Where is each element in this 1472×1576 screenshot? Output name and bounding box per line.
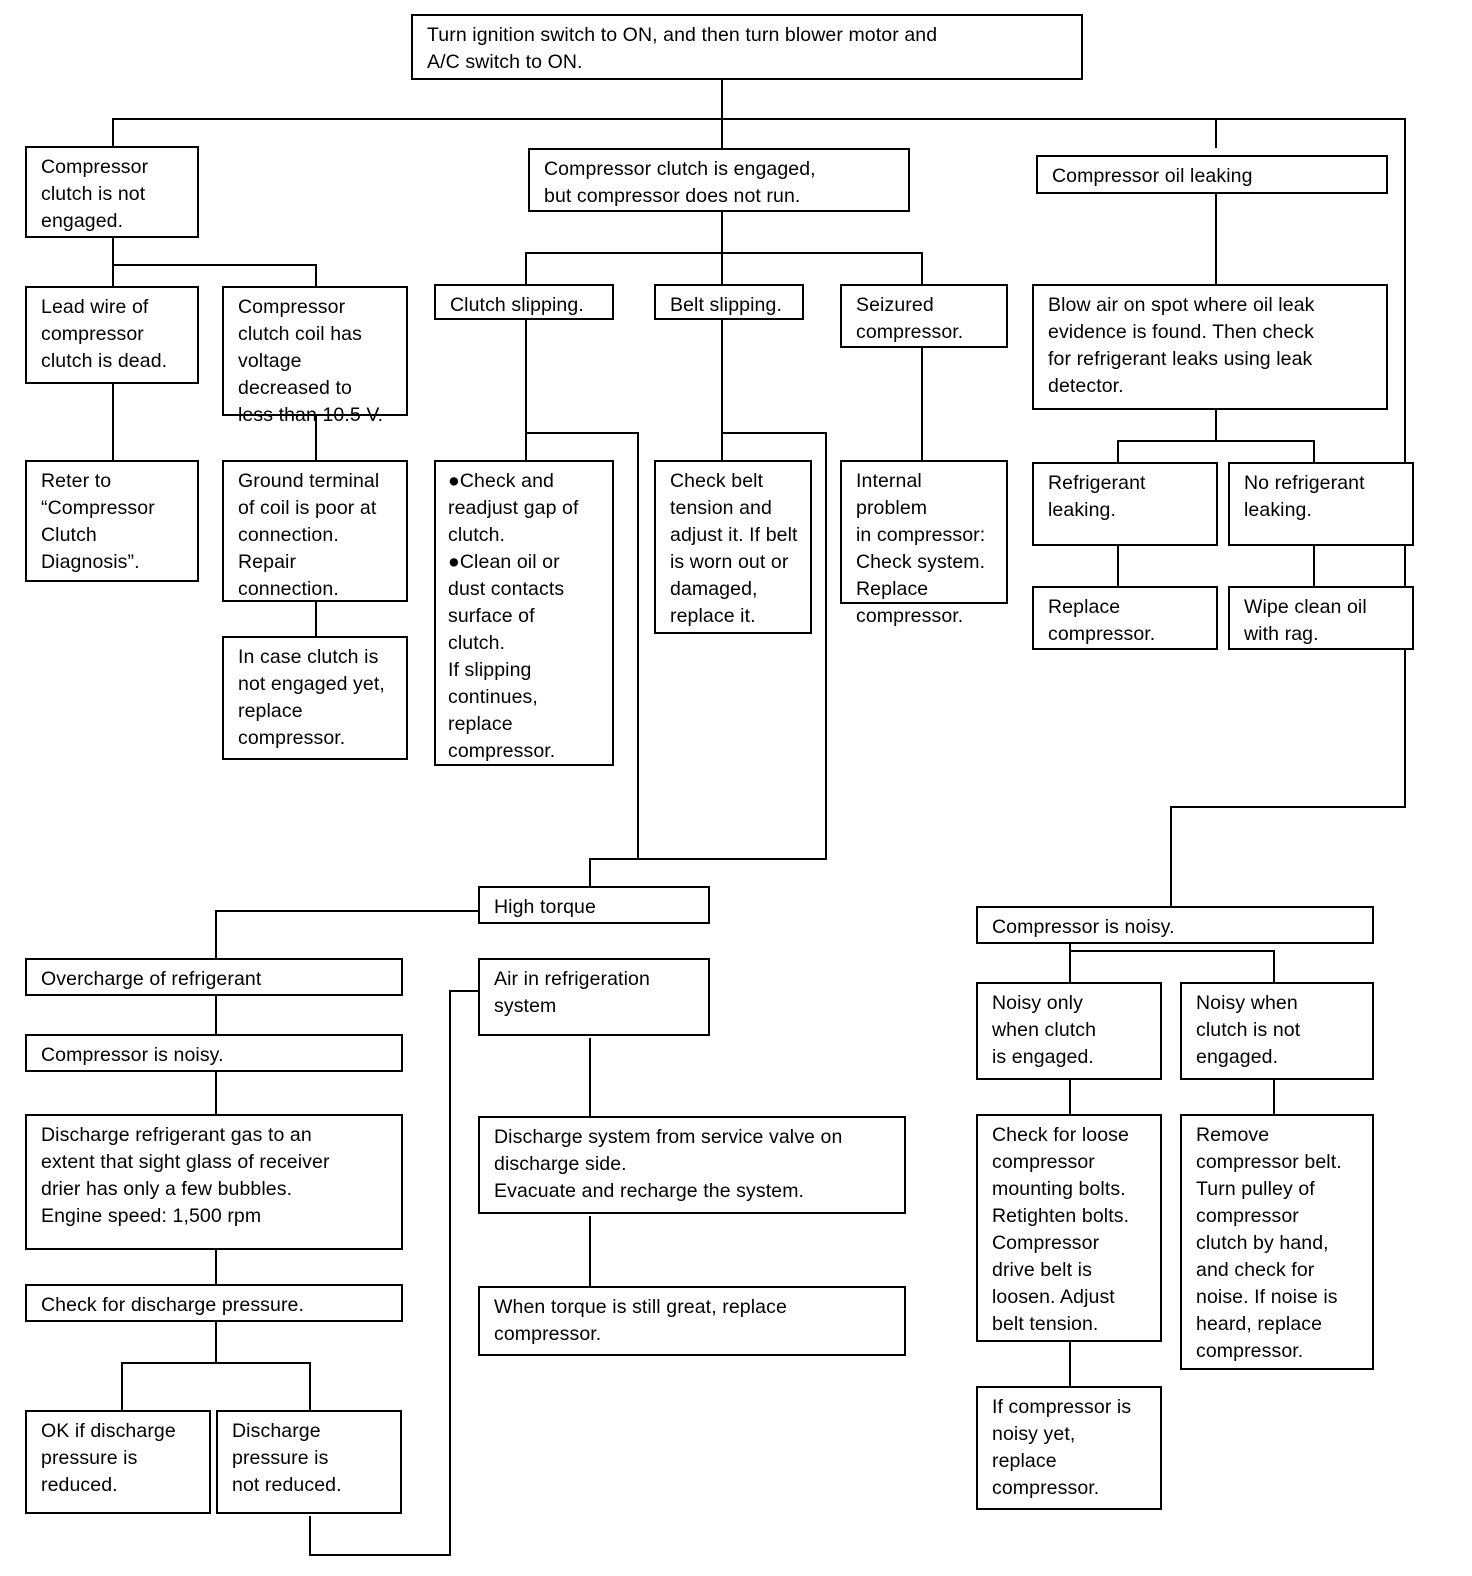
- connector-feedback-right: [309, 1554, 451, 1556]
- node-oil-leaking[interactable]: Compressor oil leaking: [1036, 155, 1388, 194]
- node-compressor-noisy-left[interactable]: Compressor is noisy.: [25, 1034, 403, 1072]
- connector-belt-slipping-down: [721, 318, 723, 462]
- node-noisy-clutch-not-engaged[interactable]: Noisy when clutch is not engaged.: [1180, 982, 1374, 1080]
- connector-to-ok-reduced: [121, 1362, 123, 1412]
- node-coil-voltage-low[interactable]: Compressor clutch coil has voltage decre…: [222, 286, 408, 426]
- connector-noisy-engaged-down: [1069, 1078, 1071, 1114]
- connector-clutch-slipping-down: [525, 318, 527, 462]
- connector-refrigerant-leaking-down: [1117, 546, 1119, 586]
- node-refrigerant-leaking[interactable]: Refrigerant leaking.: [1032, 462, 1218, 546]
- connector-oil-leaking-down: [1215, 192, 1217, 286]
- connector-clutch-not-engaged-down: [112, 236, 114, 286]
- connector-check-pressure-down: [215, 1320, 217, 1364]
- connector-down-to-noisy-right: [1170, 806, 1172, 908]
- connector-to-belt-slipping: [721, 252, 723, 286]
- node-seizured-compressor[interactable]: Seizured compressor.: [840, 284, 1008, 348]
- connector-bus-to-clutch-engaged: [721, 118, 723, 148]
- connector-loose-bolts-down: [1069, 1340, 1071, 1388]
- connector-to-refrigerant-leaking: [1117, 440, 1119, 462]
- connector-main-bus: [112, 118, 1406, 120]
- connector-belt-branch-right: [721, 432, 827, 434]
- connector-to-overcharge: [215, 910, 217, 958]
- connector-air-system-down: [589, 1038, 591, 1116]
- node-replace-compressor-leak[interactable]: Replace compressor.: [1032, 586, 1218, 650]
- node-belt-slipping[interactable]: Belt slipping.: [654, 284, 804, 320]
- connector-not-reduced-down: [309, 1516, 311, 1556]
- connector-belt-branch-down: [825, 432, 827, 860]
- node-remove-belt[interactable]: Remove compressor belt. Turn pulley of c…: [1180, 1114, 1374, 1370]
- node-check-loose-bolts[interactable]: Check for loose compressor mounting bolt…: [976, 1114, 1162, 1342]
- node-refer-to-diagnosis[interactable]: Reter to “Compressor Clutch Diagnosis”.: [25, 460, 199, 582]
- connector-to-noisy-not-engaged: [1273, 950, 1275, 984]
- connector-clutch-branch-right: [525, 432, 639, 434]
- connector-to-noisy-engaged: [1069, 950, 1071, 984]
- connector-feedback-into-air: [449, 990, 484, 992]
- connector-ground-terminal-down: [315, 600, 317, 638]
- node-ground-terminal[interactable]: Ground terminal of coil is poor at conne…: [222, 460, 408, 602]
- node-when-torque-great[interactable]: When torque is still great, replace comp…: [478, 1286, 906, 1356]
- connector-to-not-reduced: [309, 1362, 311, 1412]
- node-clutch-engaged-no-run[interactable]: Compressor clutch is engaged, but compre…: [528, 148, 910, 212]
- connector-right-to-noisy: [1170, 806, 1406, 808]
- node-clutch-slipping[interactable]: Clutch slipping.: [434, 284, 614, 320]
- connector-noisy-split: [1069, 950, 1275, 952]
- connector-high-torque-down: [589, 858, 591, 886]
- connector-clutch-branch-down: [637, 432, 639, 860]
- connector-high-torque-left: [215, 910, 481, 912]
- connector-high-torque-bus: [589, 858, 827, 860]
- connector-bus-to-clutch-not-engaged: [112, 118, 114, 148]
- node-ok-if-reduced[interactable]: OK if discharge pressure is reduced.: [25, 1410, 211, 1514]
- connector-leak-split: [1117, 440, 1315, 442]
- node-clutch-not-engaged[interactable]: Compressor clutch is not engaged.: [25, 146, 199, 238]
- connector-to-clutch-slipping: [525, 252, 527, 286]
- connector-discharge-system-down: [589, 1216, 591, 1286]
- connector-clutch-engaged-down: [721, 210, 723, 288]
- connector-blow-air-down: [1215, 410, 1217, 442]
- node-not-reduced[interactable]: Discharge pressure is not reduced.: [216, 1410, 402, 1514]
- connector-bus-to-oil-leaking: [1215, 118, 1217, 148]
- node-check-discharge-pressure[interactable]: Check for discharge pressure.: [25, 1284, 403, 1322]
- node-blow-air[interactable]: Blow air on spot where oil leak evidence…: [1032, 284, 1388, 410]
- connector-to-seizured: [921, 252, 923, 286]
- connector-middle-split: [525, 252, 923, 254]
- connector-start-down: [721, 78, 723, 120]
- connector-seizured-down: [921, 332, 923, 462]
- node-high-torque[interactable]: High torque: [478, 886, 710, 924]
- connector-lead-wire-down: [112, 382, 114, 462]
- connector-to-no-refrigerant-leaking: [1313, 440, 1315, 462]
- node-no-refrigerant-leaking[interactable]: No refrigerant leaking.: [1228, 462, 1414, 546]
- node-start[interactable]: Turn ignition switch to ON, and then tur…: [411, 14, 1083, 80]
- node-noisy-clutch-engaged[interactable]: Noisy only when clutch is engaged.: [976, 982, 1162, 1080]
- node-clutch-slipping-actions[interactable]: ●Check and readjust gap of clutch. ●Clea…: [434, 460, 614, 766]
- connector-pressure-split: [121, 1362, 311, 1364]
- connector-no-refrigerant-leaking-down: [1313, 546, 1315, 586]
- connector-noisy-not-engaged-down: [1273, 1078, 1275, 1114]
- connector-discharge-gas-down: [215, 1250, 217, 1284]
- node-in-case-clutch[interactable]: In case clutch is not engaged yet, repla…: [222, 636, 408, 760]
- node-discharge-system[interactable]: Discharge system from service valve on d…: [478, 1116, 906, 1214]
- connector-overcharge-down: [215, 996, 217, 1034]
- node-overcharge[interactable]: Overcharge of refrigerant: [25, 958, 403, 996]
- node-belt-actions[interactable]: Check belt tension and adjust it. If bel…: [654, 460, 812, 634]
- connector-to-coil-voltage: [315, 264, 317, 286]
- node-discharge-gas[interactable]: Discharge refrigerant gas to an extent t…: [25, 1114, 403, 1250]
- node-air-in-system[interactable]: Air in refrigeration system: [478, 958, 710, 1036]
- node-wipe-clean-oil[interactable]: Wipe clean oil with rag.: [1228, 586, 1414, 650]
- connector-noisy-left-down: [215, 1072, 217, 1114]
- connector-coil-voltage-down: [315, 414, 317, 462]
- node-lead-wire-dead[interactable]: Lead wire of compressor clutch is dead.: [25, 286, 199, 384]
- node-internal-problem[interactable]: Internal problem in compressor: Check sy…: [840, 460, 1008, 627]
- connector-feedback-up: [449, 990, 451, 1556]
- node-if-still-noisy[interactable]: If compressor is noisy yet, replace comp…: [976, 1386, 1162, 1510]
- node-compressor-noisy-right[interactable]: Compressor is noisy.: [976, 906, 1374, 944]
- connector-left-split: [112, 264, 317, 266]
